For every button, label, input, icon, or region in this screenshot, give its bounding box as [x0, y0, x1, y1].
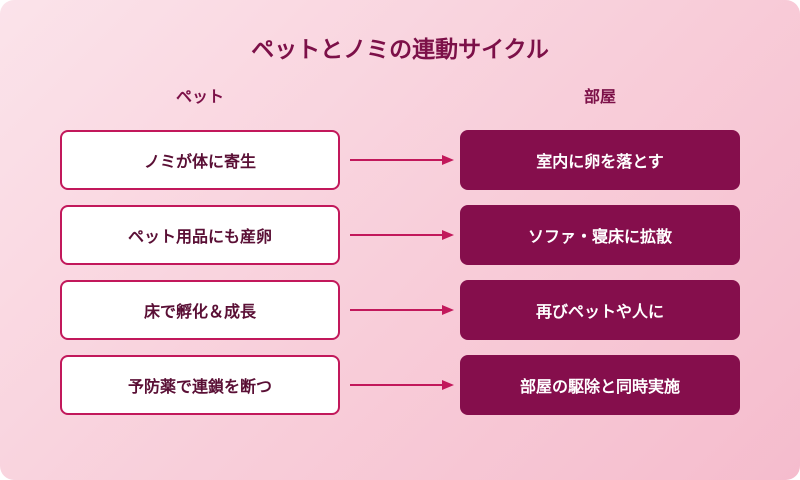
room-box-3: 再びペットや人に [460, 280, 740, 340]
arrow-right-icon [350, 380, 454, 390]
pet-box-1: ノミが体に寄生 [60, 130, 340, 190]
arrow-right-icon [350, 230, 454, 240]
arrow-right-icon [350, 155, 454, 165]
cycle-row-1: ノミが体に寄生 室内に卵を落とす [0, 130, 800, 190]
column-header-pet: ペット [175, 87, 224, 106]
pet-box-3: 床で孵化＆成長 [60, 280, 340, 340]
pet-box-4: 予防薬で連鎖を断つ [60, 355, 340, 415]
cycle-row-3: 床で孵化＆成長 再びペットや人に [0, 280, 800, 340]
column-header-room: 部屋 [583, 87, 616, 106]
arrow-right-icon [350, 305, 454, 315]
cycle-row-2: ペット用品にも産卵 ソファ・寝床に拡散 [0, 205, 800, 265]
room-box-4: 部屋の駆除と同時実施 [460, 355, 740, 415]
diagram-title: ペットとノミの連動サイクル [251, 37, 549, 63]
cycle-row-4: 予防薬で連鎖を断つ 部屋の駆除と同時実施 [0, 355, 800, 415]
pet-box-2: ペット用品にも産卵 [60, 205, 340, 265]
room-box-2: ソファ・寝床に拡散 [460, 205, 740, 265]
room-box-1: 室内に卵を落とす [460, 130, 740, 190]
